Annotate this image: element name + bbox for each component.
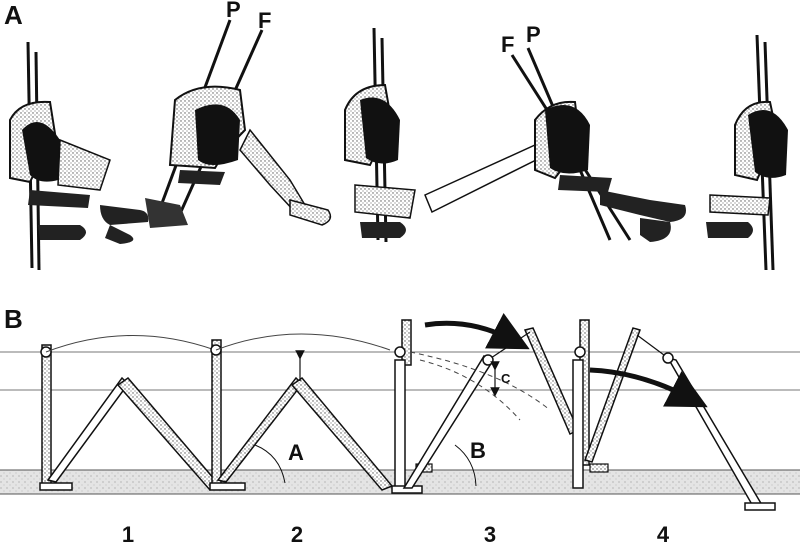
stage-number-2: 2 <box>291 522 303 547</box>
trajectory-dashed <box>409 351 551 411</box>
footrest <box>178 170 225 185</box>
foot <box>360 222 406 238</box>
post <box>211 339 222 486</box>
angle-label-b: B <box>470 438 486 463</box>
stage-2: A <box>209 333 394 491</box>
toe <box>105 225 134 244</box>
angle-arc-b <box>454 444 477 487</box>
pivot <box>482 354 494 366</box>
pivot <box>394 346 406 358</box>
footrest <box>28 190 90 208</box>
angle-label-a: A <box>288 440 304 465</box>
trajectory-dashed <box>419 359 521 421</box>
motion-arrow <box>589 367 708 408</box>
base <box>744 502 776 511</box>
seat-shell <box>22 122 60 182</box>
strut-raised <box>523 327 579 436</box>
foot <box>289 199 332 226</box>
rod-label-f: F <box>501 32 514 57</box>
pivot <box>662 352 674 364</box>
post-top <box>401 319 412 366</box>
panel-b: B A <box>0 304 800 547</box>
arc-path <box>215 333 391 351</box>
chair-figure-2: P F <box>100 0 332 244</box>
linkage <box>636 334 669 359</box>
foot <box>640 218 671 242</box>
leg <box>600 190 686 222</box>
chair-figure-5 <box>706 34 788 271</box>
chair-figure-4: F P <box>501 22 686 242</box>
post <box>394 359 406 489</box>
base <box>39 482 73 491</box>
stage-number-3: 3 <box>484 522 496 547</box>
rod-label-p: P <box>526 22 541 47</box>
motion-arrow <box>424 313 530 350</box>
stage-number-4: 4 <box>657 522 670 547</box>
stage-number-1: 1 <box>122 522 134 547</box>
post-rear <box>572 359 584 489</box>
rod-label-f: F <box>258 8 271 33</box>
left-foot <box>100 205 149 225</box>
footrest <box>354 184 416 219</box>
panel-a: A P F <box>4 0 788 271</box>
foot <box>706 222 753 238</box>
distance-label-c: C <box>501 371 511 386</box>
chair-figure-3 <box>344 27 541 243</box>
panel-a-label: A <box>4 0 23 30</box>
long-brace <box>424 143 541 214</box>
arc-path <box>45 335 216 353</box>
chair-figure-1 <box>9 41 111 271</box>
seat-shell <box>545 105 590 174</box>
leg-brace <box>239 128 307 213</box>
left-brace <box>145 198 188 228</box>
foot <box>38 225 86 240</box>
footrest <box>709 194 771 216</box>
pivot <box>574 346 586 358</box>
seat-shell <box>195 104 240 165</box>
stage-3: C B <box>391 313 579 494</box>
seat-shell <box>748 110 788 178</box>
seat-shell <box>360 97 400 164</box>
strut <box>46 376 129 483</box>
rod-label-p: P <box>226 0 241 22</box>
stage-1 <box>39 335 222 491</box>
strut <box>216 376 303 483</box>
footrest <box>558 175 612 192</box>
foot-pad <box>589 463 609 473</box>
panel-b-label: B <box>4 304 23 334</box>
brace <box>57 138 111 191</box>
strut <box>402 354 494 489</box>
strut <box>584 327 641 463</box>
angle-arc-a <box>254 444 286 484</box>
post <box>41 344 52 486</box>
stage-4 <box>572 319 776 511</box>
base <box>209 482 246 491</box>
